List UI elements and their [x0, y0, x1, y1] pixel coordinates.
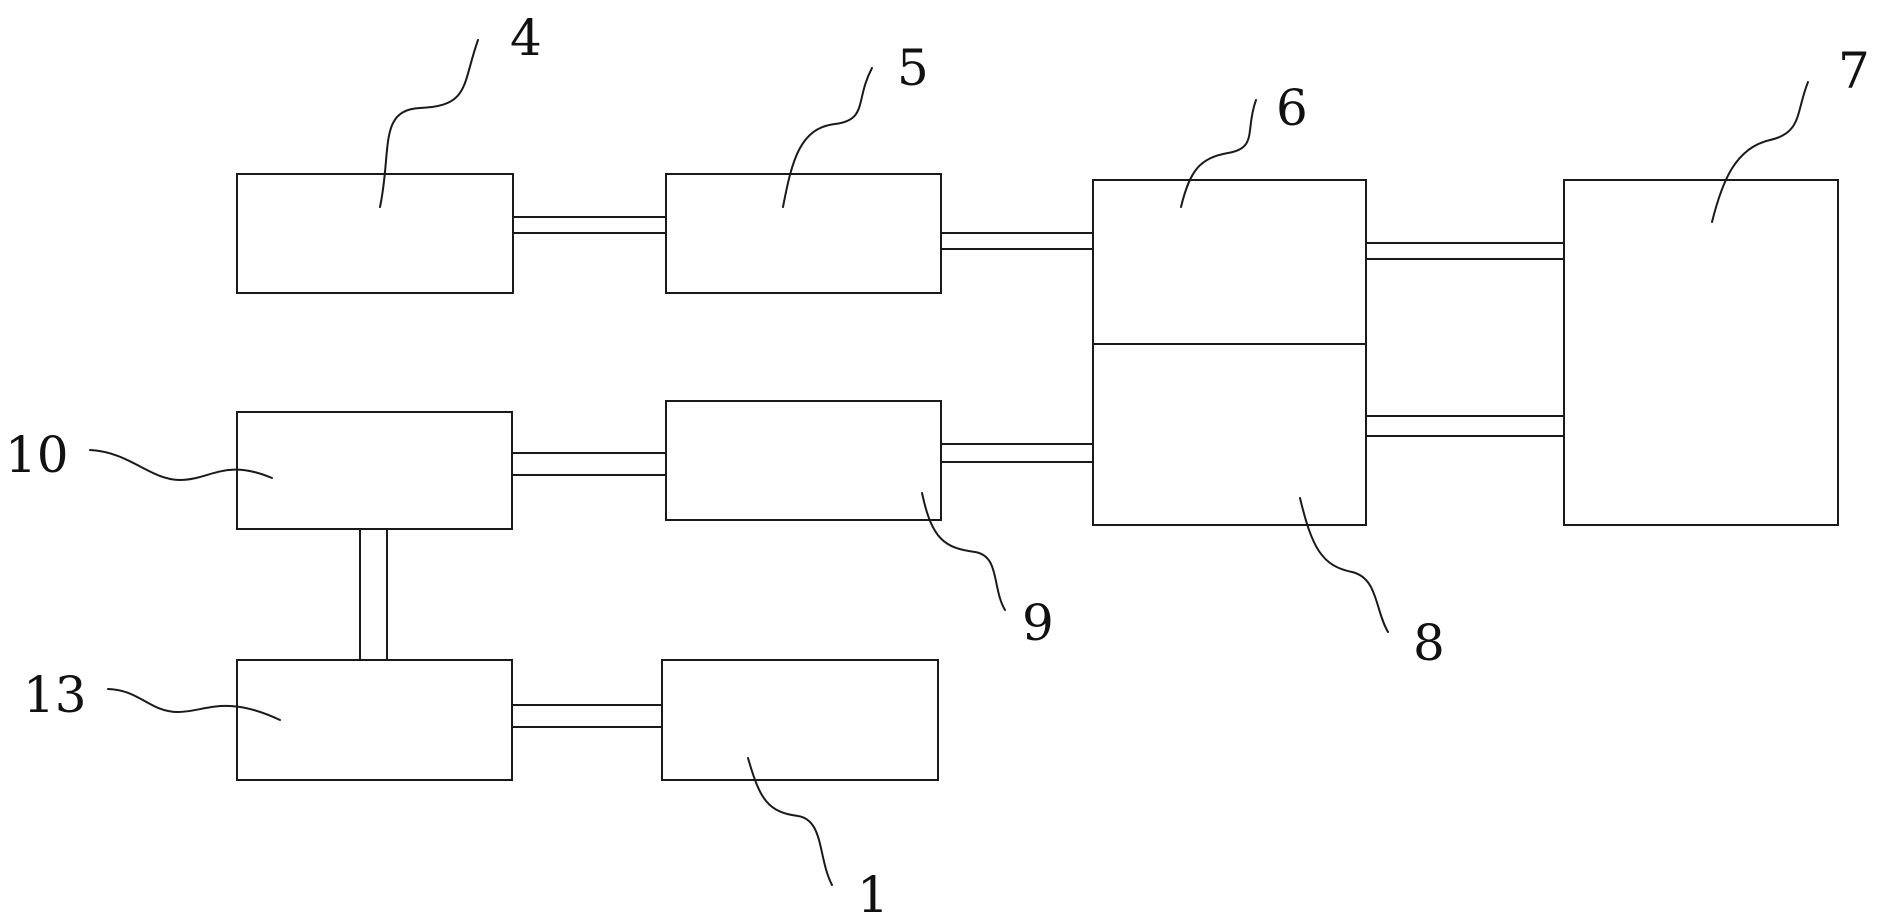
label-7: 7: [1838, 42, 1870, 100]
block-9: [665, 400, 942, 521]
connector-4-5: [512, 216, 667, 234]
connector-6-7: [1365, 242, 1565, 260]
label-13: 13: [23, 666, 87, 724]
leader-4: [379, 39, 479, 208]
block-1: [661, 659, 939, 781]
label-9: 9: [1022, 594, 1054, 652]
leader-6: [1180, 99, 1257, 208]
leader-9: [921, 492, 1006, 611]
block-6: [1092, 179, 1367, 345]
leader-lines: [89, 39, 1809, 886]
label-4: 4: [510, 9, 542, 67]
leader-13: [107, 688, 281, 721]
connector-13-1: [511, 704, 663, 728]
label-1: 1: [857, 866, 889, 921]
block-8: [1092, 343, 1367, 526]
leader-10: [89, 449, 273, 482]
leader-5: [782, 67, 873, 208]
label-6: 6: [1276, 79, 1308, 137]
connector-5-6: [940, 232, 1094, 250]
label-10: 10: [5, 426, 69, 484]
leader-7: [1711, 81, 1809, 223]
block-7: [1563, 179, 1839, 526]
connector-10-9: [511, 452, 667, 476]
reference-numerals: 4 5 6 7 10 13 9 8 1: [5, 9, 1870, 921]
label-8: 8: [1413, 614, 1445, 672]
block-13: [236, 659, 513, 781]
block-4: [236, 173, 514, 294]
blocks: [236, 173, 1839, 781]
label-5: 5: [897, 39, 929, 97]
connectors: [359, 216, 1565, 728]
connector-10-13: [359, 528, 388, 661]
connector-8-7: [1365, 415, 1565, 437]
block-10: [236, 411, 513, 530]
leader-1: [747, 757, 833, 886]
leader-8: [1299, 497, 1389, 633]
block-5: [665, 173, 942, 294]
connector-9-8: [940, 443, 1094, 463]
